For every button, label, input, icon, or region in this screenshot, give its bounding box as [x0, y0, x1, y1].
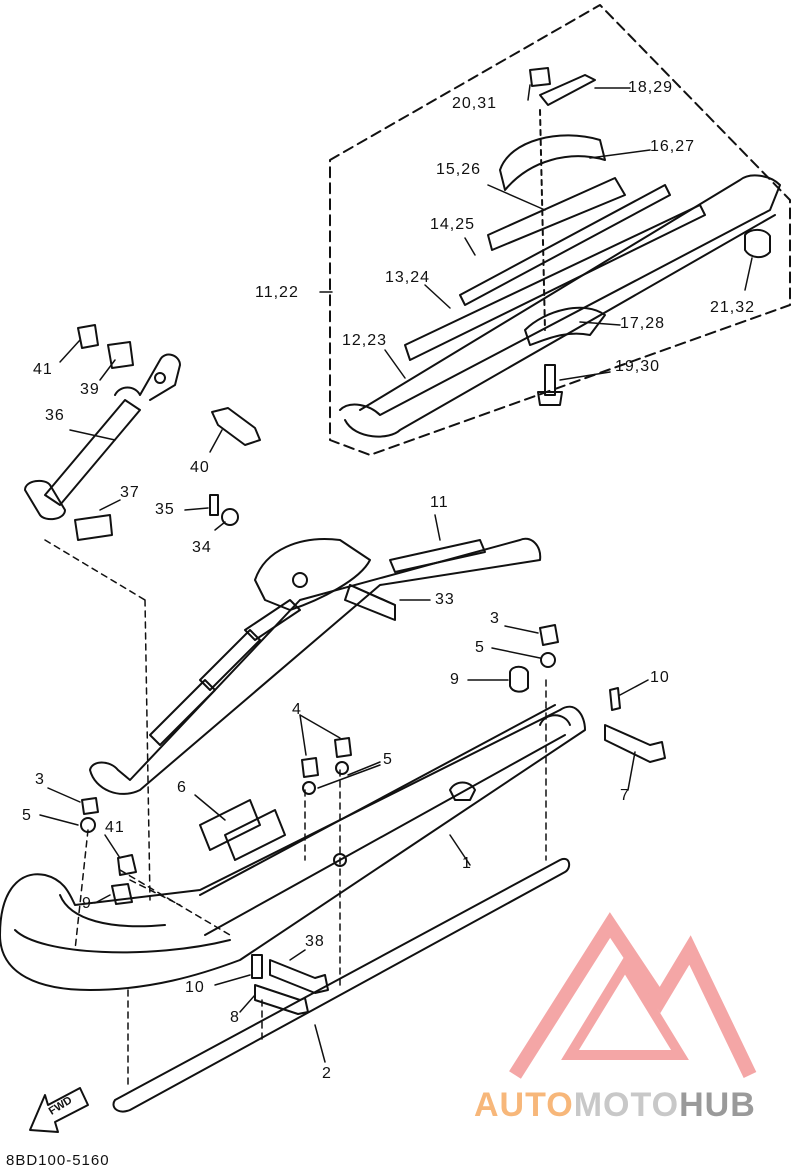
callout-3-right: 3	[490, 610, 500, 627]
callout-34: 34	[192, 539, 212, 556]
callout-18-29: 18,29	[628, 79, 674, 96]
callout-3-left: 3	[35, 771, 45, 788]
callout-40: 40	[190, 459, 210, 476]
callout-33: 33	[435, 591, 455, 608]
callout-38: 38	[305, 933, 325, 950]
callout-9-right: 9	[450, 671, 460, 688]
watermark-text: AUTOMOTOHUB	[474, 1088, 756, 1122]
callout-7: 7	[620, 787, 630, 804]
callout-11-22: 11,22	[255, 284, 299, 301]
inset-dashed-box	[329, 4, 791, 456]
callout-5-left: 5	[22, 807, 32, 824]
watermark-logo	[509, 912, 757, 1079]
callout-14-25: 14,25	[430, 216, 476, 233]
callout-2: 2	[322, 1065, 332, 1082]
callout-16-27: 16,27	[650, 138, 696, 155]
callout-39: 39	[80, 381, 100, 398]
callout-4: 4	[292, 701, 302, 718]
callout-13-24: 13,24	[385, 269, 431, 286]
callout-5-mid: 5	[383, 751, 393, 768]
callout-35: 35	[155, 501, 175, 518]
inset-leaf-spring	[339, 67, 781, 438]
callout-8: 8	[230, 1009, 240, 1026]
callout-9-left: 9	[82, 895, 92, 912]
ski-runner	[112, 857, 571, 1113]
callout-20-31: 20,31	[452, 95, 498, 112]
callout-5-right: 5	[475, 639, 485, 656]
callout-36: 36	[45, 407, 65, 424]
main-leaf-spring	[89, 537, 542, 795]
callout-6: 6	[177, 779, 187, 796]
callout-37: 37	[120, 484, 140, 501]
callout-11: 11	[430, 494, 449, 511]
callout-10-left: 10	[185, 979, 205, 996]
ski-body	[0, 704, 586, 991]
callout-17-28: 17,28	[620, 315, 666, 332]
diagram-code: 8BD100-5160	[6, 1152, 110, 1169]
watermark-text-hub: HUB	[679, 1086, 756, 1124]
fwd-arrow	[29, 1087, 89, 1133]
callout-15-26: 15,26	[436, 161, 482, 178]
callout-19-30: 19,30	[615, 358, 661, 375]
assembly-guides	[44, 539, 547, 1086]
callout-10-right: 10	[650, 669, 670, 686]
hardware	[80, 584, 666, 1015]
leader-lines	[39, 84, 753, 1063]
watermark-text-auto: AUTO	[474, 1086, 574, 1124]
callout-41-lower: 41	[105, 819, 125, 836]
callout-1: 1	[462, 855, 472, 872]
callout-41-upper: 41	[33, 361, 53, 378]
callout-21-32: 21,32	[710, 299, 756, 316]
callout-12-23: 12,23	[342, 332, 388, 349]
shock-absorber	[24, 324, 261, 541]
watermark-text-moto: MOTO	[573, 1086, 680, 1124]
